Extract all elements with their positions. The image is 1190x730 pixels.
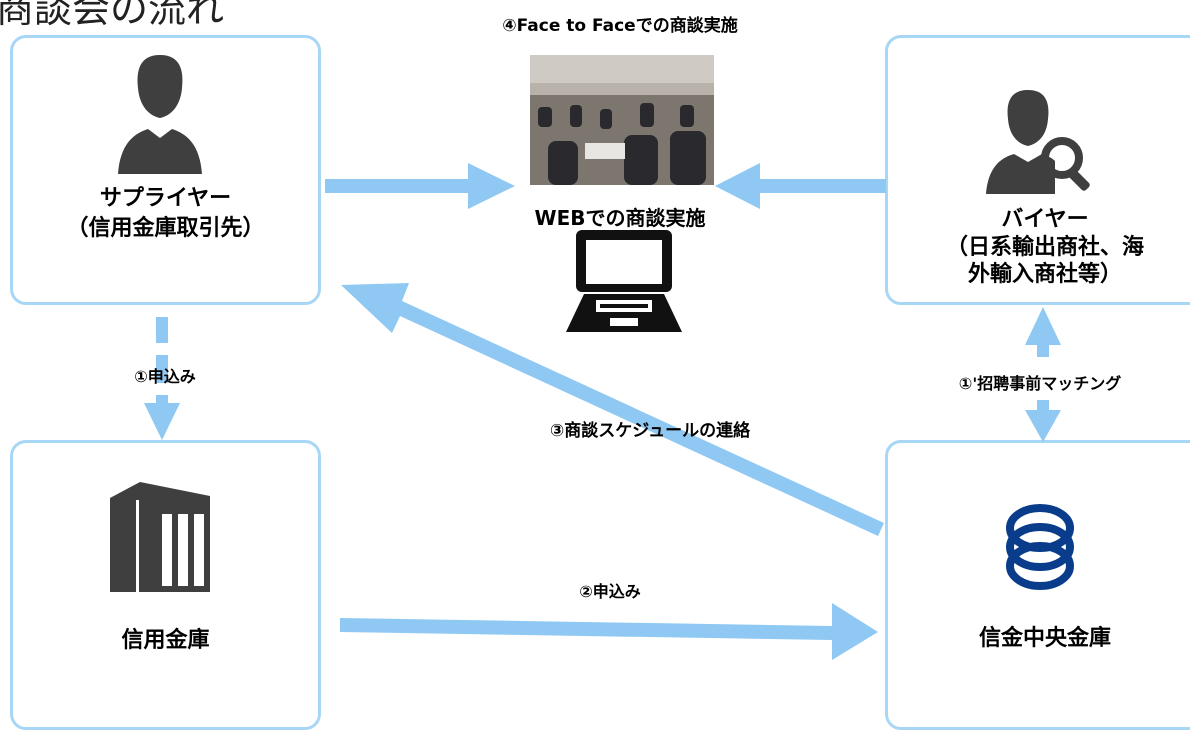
buyer-label-2: （日系輸出商社、海 — [945, 235, 1144, 260]
meeting-photo — [530, 55, 714, 185]
arrow-central-to-supplier — [341, 283, 884, 536]
step1b-label: ①'招聘事前マッチング — [958, 374, 1122, 393]
web-caption: WEBでの商談実施 — [534, 206, 706, 230]
photo-caption: ④Face to Faceでの商談実施 — [502, 16, 738, 36]
supplier-label-2: （信用金庫取引先） — [66, 216, 265, 241]
laptop-icon — [566, 230, 682, 332]
arrow-shinkin-to-central — [340, 603, 878, 660]
arrow-supplier-to-shinkin — [144, 317, 180, 440]
page-title: 商談会の流れ — [0, 0, 225, 31]
central-label: 信金中央金庫 — [978, 626, 1111, 651]
step3-label: ③商談スケジュールの連絡 — [549, 421, 751, 441]
building-icon — [110, 482, 210, 592]
arrow-supplier-to-meeting — [325, 163, 515, 209]
supplier-label-1: サプライヤー — [99, 186, 232, 211]
shinkin-logo-icon — [1006, 504, 1074, 590]
arrow-buyer-to-meeting — [715, 163, 886, 209]
step2-label: ②申込み — [579, 582, 641, 601]
flow-arrows — [144, 163, 1061, 660]
step1-label: ①申込み — [134, 367, 196, 386]
arrow-buyer-central-double — [1025, 307, 1061, 442]
person-search-icon — [986, 90, 1090, 194]
buyer-label-1: バイヤー — [1001, 207, 1089, 232]
person-icon — [118, 55, 202, 174]
shinkin-label: 信用金庫 — [121, 628, 210, 653]
buyer-label-3: 外輸入商社等） — [967, 262, 1122, 287]
